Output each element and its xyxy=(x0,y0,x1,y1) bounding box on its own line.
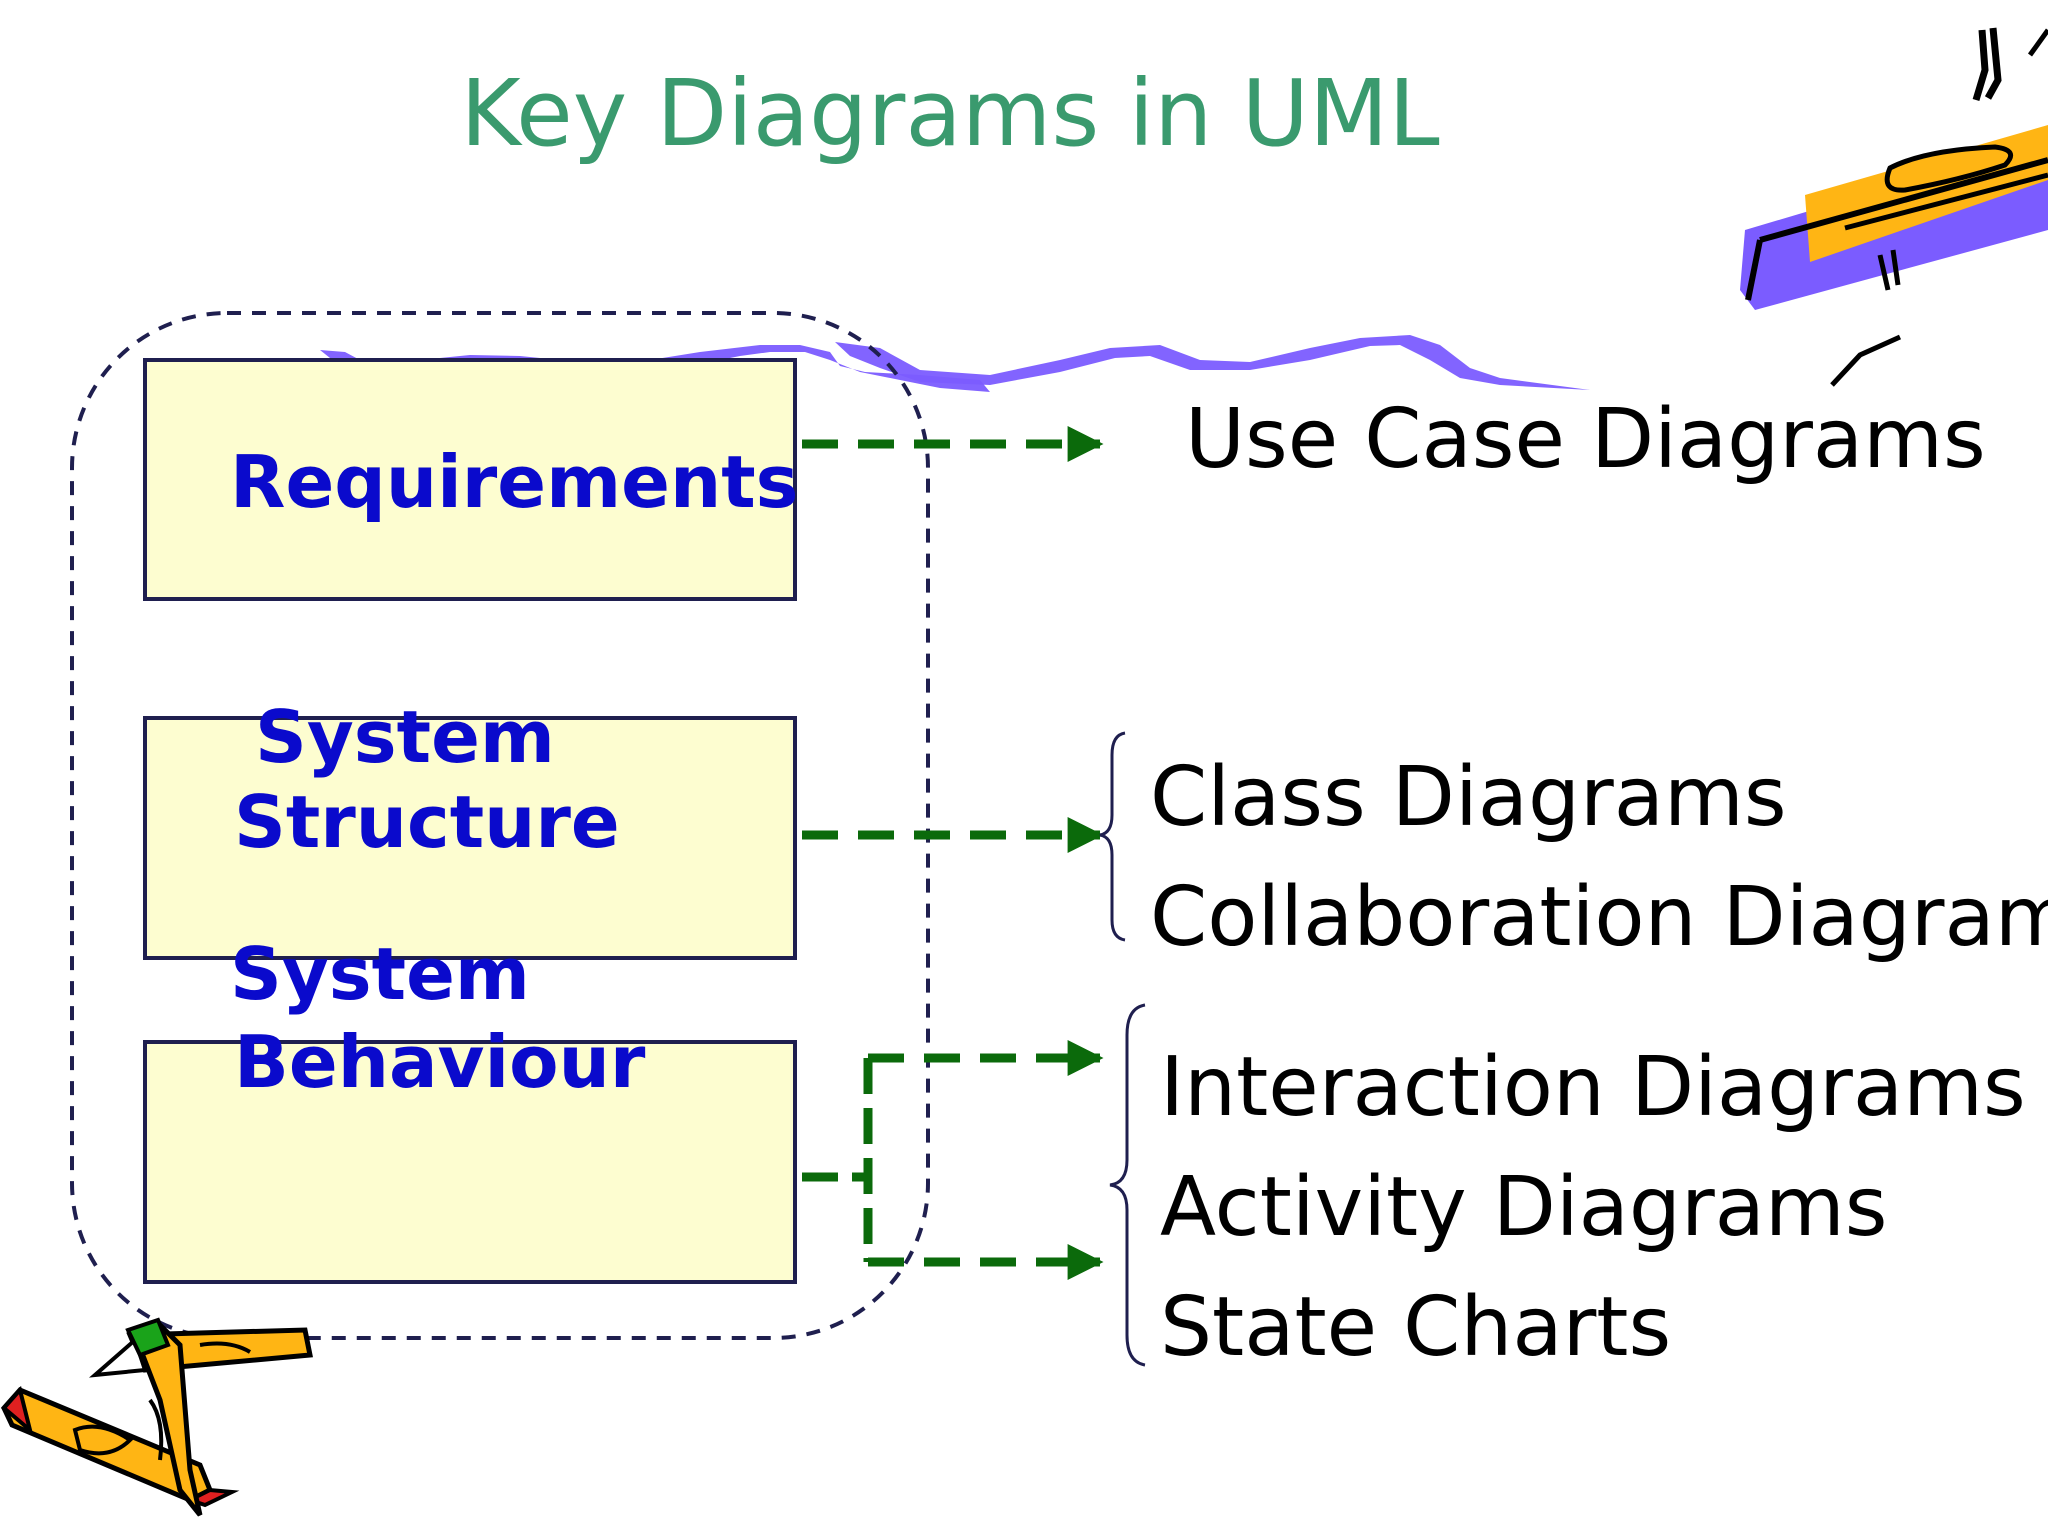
pen-clipart-icon xyxy=(1740,27,2048,387)
interaction-diagrams-label: Interaction Diagrams xyxy=(1160,1040,2026,1135)
system-structure-label-line2: Structure xyxy=(234,780,620,864)
pencil-clipart-icon xyxy=(1,1317,313,1517)
class-diagrams-label: Class Diagrams xyxy=(1150,750,1787,845)
system-behaviour-label-line1: System xyxy=(230,932,530,1016)
collaboration-diagram-label: Collaboration Diagram xyxy=(1150,870,2048,965)
system-behaviour-label-line2: Behaviour xyxy=(234,1020,646,1104)
system-behaviour-box xyxy=(143,1040,797,1284)
behaviour-group-brace xyxy=(1109,1003,1146,1367)
use-case-diagrams-label: Use Case Diagrams xyxy=(1185,392,1986,487)
activity-diagrams-label: Activity Diagrams xyxy=(1160,1160,1888,1255)
state-charts-label: State Charts xyxy=(1160,1280,1672,1375)
requirements-box xyxy=(143,358,797,601)
requirements-label: Requirements xyxy=(230,440,799,524)
system-structure-label-line1: System xyxy=(255,695,555,779)
structure-group-brace xyxy=(1099,731,1126,942)
decorative-swoosh-right xyxy=(835,335,1590,390)
page-title: Key Diagrams in UML xyxy=(460,60,1440,167)
system-structure-box xyxy=(143,716,797,960)
